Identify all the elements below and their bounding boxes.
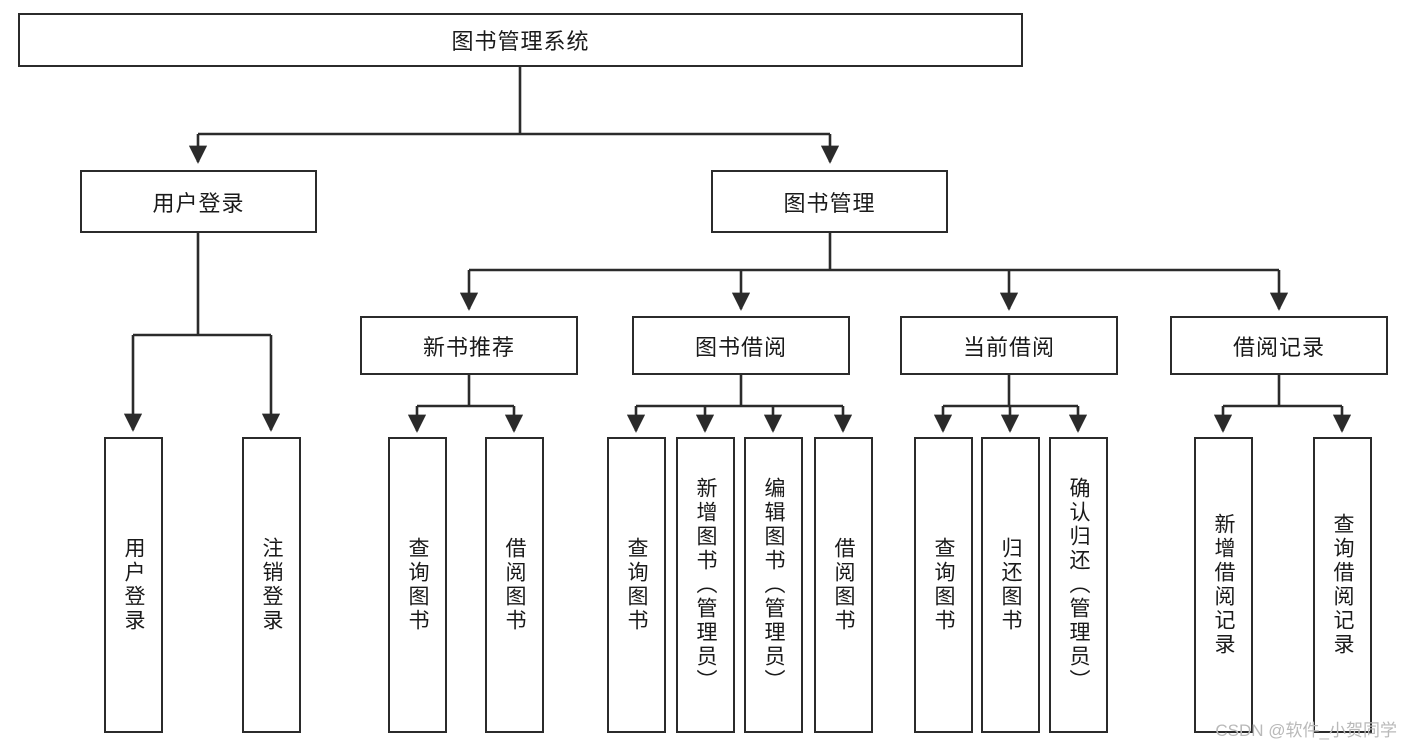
leaf-book-borrow-edit[interactable]: 编辑图书（管理员） xyxy=(744,437,803,733)
node-borrow-record[interactable]: 借阅记录 xyxy=(1170,316,1388,375)
node-label: 确认归还（管理员） xyxy=(1067,477,1090,693)
node-label: 图书借阅 xyxy=(694,334,787,360)
node-label: 查询图书 xyxy=(625,537,648,633)
node-label: 新书推荐 xyxy=(422,334,515,360)
node-label: 借阅图书 xyxy=(832,537,855,633)
node-label: 查询图书 xyxy=(406,537,429,633)
node-label: 当前借阅 xyxy=(962,334,1055,360)
node-label: 注销登录 xyxy=(260,537,283,633)
leaf-book-borrow-query[interactable]: 查询图书 xyxy=(607,437,666,733)
leaf-borrow-record-query[interactable]: 查询借阅记录 xyxy=(1313,437,1372,733)
node-book-borrow[interactable]: 图书借阅 xyxy=(632,316,850,375)
node-new-book-recommend[interactable]: 新书推荐 xyxy=(360,316,578,375)
node-label: 查询图书 xyxy=(932,537,955,633)
node-label: 归还图书 xyxy=(999,537,1022,633)
leaf-user-login-signout[interactable]: 注销登录 xyxy=(242,437,301,733)
leaf-new-book-query[interactable]: 查询图书 xyxy=(388,437,447,733)
leaf-user-login-signin[interactable]: 用户登录 xyxy=(104,437,163,733)
node-label: 图书管理系统 xyxy=(451,29,590,54)
leaf-book-borrow-borrow[interactable]: 借阅图书 xyxy=(814,437,873,733)
leaf-current-borrow-return[interactable]: 归还图书 xyxy=(981,437,1040,733)
node-user-login[interactable]: 用户登录 xyxy=(80,170,317,233)
node-book-management[interactable]: 图书管理 xyxy=(711,170,948,233)
leaf-current-borrow-confirm-return[interactable]: 确认归还（管理员） xyxy=(1049,437,1108,733)
leaf-book-borrow-add[interactable]: 新增图书（管理员） xyxy=(676,437,735,733)
node-label: 用户登录 xyxy=(152,190,245,216)
node-label: 借阅记录 xyxy=(1232,334,1325,360)
node-current-borrow[interactable]: 当前借阅 xyxy=(900,316,1118,375)
node-label: 图书管理 xyxy=(783,190,876,216)
leaf-borrow-record-add[interactable]: 新增借阅记录 xyxy=(1194,437,1253,733)
node-label: 编辑图书（管理员） xyxy=(762,477,785,693)
leaf-new-book-borrow[interactable]: 借阅图书 xyxy=(485,437,544,733)
node-label: 查询借阅记录 xyxy=(1331,513,1354,657)
node-label: 用户登录 xyxy=(122,537,145,633)
leaf-current-borrow-query[interactable]: 查询图书 xyxy=(914,437,973,733)
node-label: 借阅图书 xyxy=(503,537,526,633)
node-label: 新增借阅记录 xyxy=(1212,513,1235,657)
node-label: 新增图书（管理员） xyxy=(694,477,717,693)
node-root-system[interactable]: 图书管理系统 xyxy=(18,13,1023,67)
